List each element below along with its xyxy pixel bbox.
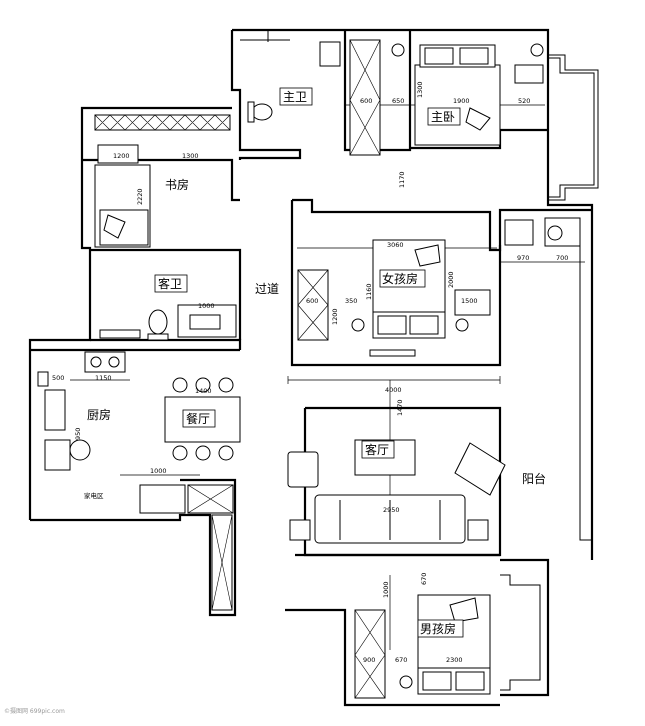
tv-stand [369,349,416,357]
room-labels: 主卫 主卧 书房 客卫 过道 女孩房 厨房 餐厅 客厅 阳台 男孩房 家电区 [84,87,546,638]
dim-970: 970 [517,254,529,262]
dim-1900: 1900 [453,97,470,105]
dim-600a: 600 [360,97,372,105]
master-bed [414,44,501,146]
balcony-railings [500,54,599,691]
label-appliance-zone: 家电区 [84,491,104,500]
dim-1400: 1400 [195,387,212,395]
dim-1200a: 1200 [113,152,130,160]
dim-670b: 670 [395,656,407,664]
dim-900: 900 [363,656,375,664]
guest-bath-fixtures [99,304,237,341]
master-wardrobe [349,39,381,156]
dim-1160: 1160 [365,283,373,300]
dim-520: 520 [518,97,530,105]
dimension-labels: 600 650 1300 1900 520 1200 1300 2220 117… [52,81,568,664]
label-balcony: 阳台 [522,471,546,486]
dim-1000a: 1000 [198,302,215,310]
dim-950: 950 [74,428,82,440]
dim-3060: 3060 [387,241,404,249]
dim-1470: 1470 [396,399,404,416]
label-study: 书房 [165,177,189,192]
daughter-wardrobe [297,269,329,341]
dim-1800: 1300 [182,152,199,160]
label-master-bedroom: 主卧 [431,110,455,124]
boy-bed [399,594,491,695]
dim-500: 500 [52,374,64,382]
dim-2300: 2300 [446,656,463,664]
dim-1000c: 1000 [382,581,390,598]
dim-1200b: 1200 [331,308,339,325]
dim-1300a: 1300 [416,81,424,98]
label-boy-room: 男孩房 [420,621,456,636]
label-guest-bath: 客卫 [158,276,182,291]
living-furniture [287,439,506,544]
label-corridor: 过道 [255,282,279,296]
label-kitchen: 厨房 [87,407,111,422]
dim-1150: 1150 [95,374,112,382]
dim-2950: 2950 [383,506,400,514]
boy-wardrobe [354,609,386,699]
label-daughter-room: 女孩房 [382,271,418,286]
watermark: ©摄图网 699pic.com [4,708,65,715]
appliance-cabinets [139,484,234,611]
dim-600b: 600 [306,297,318,305]
label-master-bath: 主卫 [283,90,307,104]
label-dining: 餐厅 [186,411,210,426]
dim-670a: 670 [420,573,428,585]
study-cabinet [94,114,231,131]
balcony-fixtures [504,217,581,247]
dim-1000b: 1000 [150,467,167,475]
master-bath-fixtures [240,30,341,123]
dining-table [164,377,241,461]
dim-4000: 4000 [385,386,402,394]
dim-350: 350 [345,297,357,305]
dim-1500: 1500 [461,297,478,305]
master-nightstands [391,43,544,84]
dim-1170: 1170 [398,171,406,188]
label-living: 客厅 [365,442,389,457]
dim-650: 650 [392,97,404,105]
dim-700: 700 [556,254,568,262]
kitchen-counter [37,351,126,471]
study-bed [94,144,151,248]
dim-2220: 2220 [136,188,144,205]
dim-2000: 2000 [447,271,455,288]
